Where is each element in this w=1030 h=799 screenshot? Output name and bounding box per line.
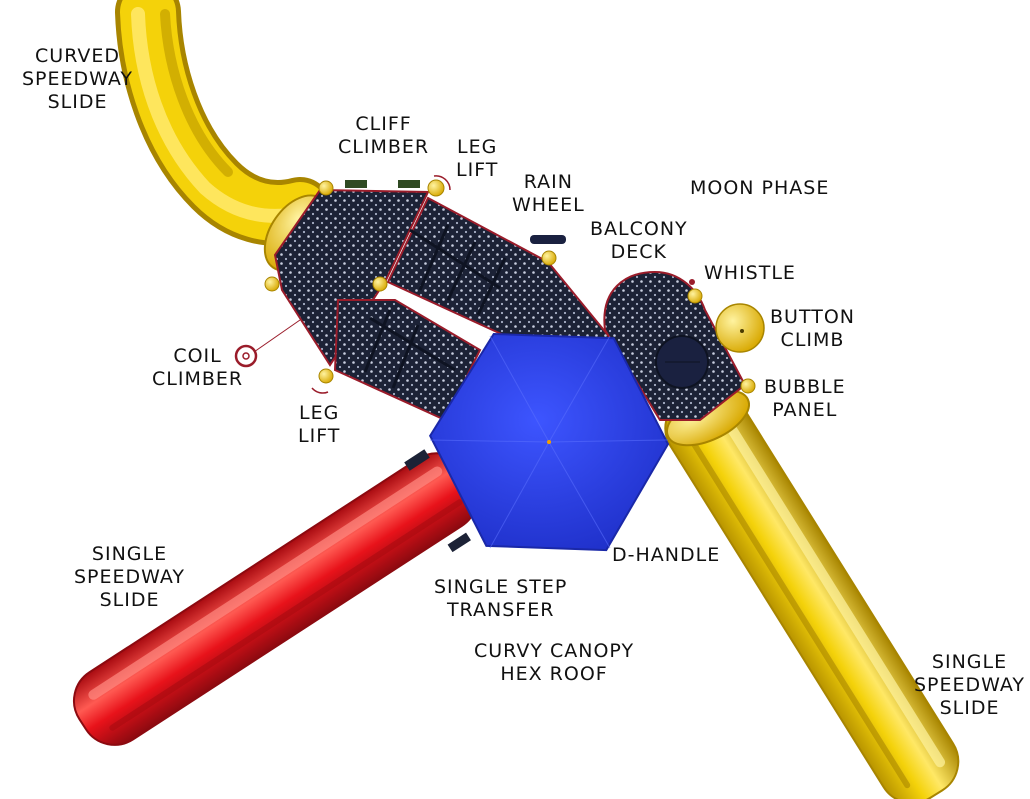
button-climb: [715, 303, 765, 353]
step-transfer: [404, 449, 430, 471]
curvy-canopy-hex-roof: [428, 332, 670, 552]
post-caps: [264, 179, 756, 394]
label-moon-phase: MOON PHASE: [690, 177, 830, 199]
balcony-deck: [603, 270, 747, 421]
label-d-handle: D-HANDLE: [612, 544, 721, 566]
rain-wheel-icon: [530, 235, 566, 244]
step-transfer-2: [447, 532, 471, 553]
single-speedway-slide-left: [72, 452, 479, 746]
coil-climber-icon: [234, 319, 301, 368]
leg-lift-marker-top: [433, 175, 451, 191]
cliff-climber-deck: [273, 180, 430, 367]
single-speedway-slide-right: [664, 385, 960, 799]
whistle-icon: [689, 279, 695, 285]
leg-lift-marker-bottom: [311, 387, 329, 394]
label-whistle: WHISTLE: [704, 262, 796, 284]
